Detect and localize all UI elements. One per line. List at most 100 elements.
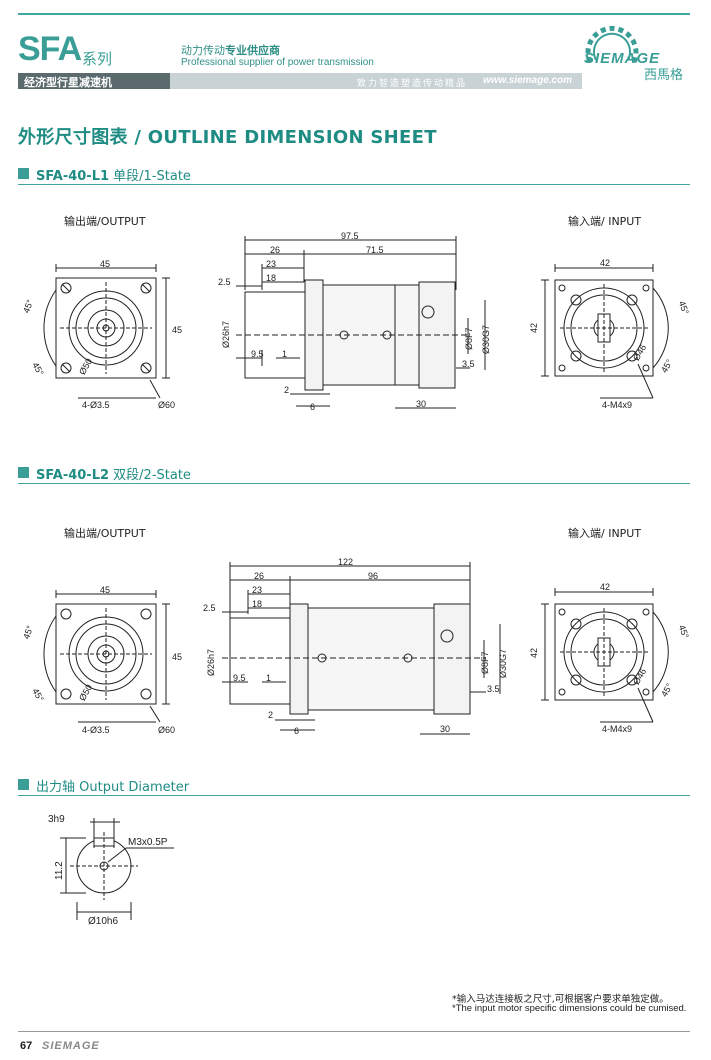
section-header-l1: SFA-40-L1 单段/1-State [18, 165, 690, 185]
l2-side-2-5: 2.5 [203, 603, 216, 613]
category-label: 经济型行星减速机 [24, 76, 112, 89]
website-link[interactable]: www.siemage.com [483, 75, 573, 86]
l2-side-26: 26 [254, 571, 264, 581]
l1-input-front-view [541, 264, 669, 399]
l1-side-30: 30 [416, 399, 426, 409]
l1-out-angle2: 45° [30, 361, 46, 378]
l1-side-6: 6 [310, 402, 315, 412]
l2-in-pcd: Ø46 [631, 667, 648, 687]
footer-brand: SIEMAGE [42, 1040, 100, 1052]
gear-logo-icon [585, 25, 639, 63]
l1-side-total: 97.5 [341, 231, 359, 241]
l2-side-view [222, 562, 501, 735]
l2-side-96: 96 [368, 571, 378, 581]
l1-drawing: 45 45 4-Ø3.5 Ø60 45° 45° Ø50 97.5 2 6 71.… [21, 231, 691, 412]
tagline-cn-a: 动力传动 [181, 44, 225, 57]
section-marker [18, 467, 29, 478]
slogan-text: 致力智造塑造传动精品 [357, 79, 468, 89]
l2-input-front-view [541, 588, 669, 723]
shaft-detail-drawing: 3h9 11.2 M3x0.5P Ø10h6 [48, 814, 174, 927]
l2-side-1: 1 [266, 673, 271, 683]
shaft-key: 3h9 [48, 814, 65, 825]
l2-out-angle1: 45° [21, 624, 35, 641]
brand-logo-text: SIEMAGE [584, 50, 661, 67]
section-header-output-shaft: 出力轴 Output Diameter [18, 776, 690, 796]
shaft-diameter: Ø10h6 [88, 916, 118, 927]
l1-out-width: 45 [100, 259, 110, 269]
l2-in-holes: 4-M4x9 [602, 724, 632, 734]
section-model: SFA-40-L2 [36, 468, 110, 483]
l2-in-width: 42 [600, 582, 610, 592]
input-end-label: 输入端/ INPUT [568, 215, 642, 228]
tagline-cn: 动力传动专业供应商 [181, 42, 280, 58]
l2-side-9-5: 9.5 [233, 673, 246, 683]
section-marker [18, 779, 29, 790]
l1-out-pcd: Ø50 [77, 357, 94, 377]
l2-output-front-view [43, 590, 170, 723]
l2-drawing: 45 45 4-Ø3.5 Ø60 45° 45° Ø50 122 26 96 2… [21, 557, 691, 736]
series-code: SFA [18, 30, 82, 68]
l2-out-pcd: Ø50 [77, 683, 94, 703]
l1-in-holes: 4-M4x9 [602, 400, 632, 410]
l2-out-holes: 4-Ø3.5 [82, 725, 110, 735]
footer-rule [18, 1031, 690, 1032]
header-top-rule [18, 13, 690, 15]
l2-side-total: 122 [338, 557, 353, 567]
section-header-l2: SFA-40-L2 双段/2-State [18, 464, 690, 484]
l2-out-circle: Ø60 [158, 725, 175, 735]
l2-side-23: 23 [252, 585, 262, 595]
l1-side-9-5: 9.5 [251, 349, 264, 359]
input-end-label: 输入端/ INPUT [568, 527, 642, 540]
page-title: 外形尺寸图表 / OUTLINE DIMENSION SHEET [18, 127, 437, 148]
l2-side-18: 18 [252, 599, 262, 609]
l1-in-pcd: Ø46 [631, 343, 648, 363]
series-suffix: 系列 [82, 50, 113, 68]
l1-side-18: 18 [266, 273, 276, 283]
l1-side-bore: Ø8F7 [464, 327, 474, 350]
shaft-thread: M3x0.5P [128, 837, 168, 848]
l1-out-circle: Ø60 [158, 400, 175, 410]
l1-in-width: 42 [600, 258, 610, 268]
l1-in-angle1: 45° [677, 300, 691, 317]
l1-output-front-view [43, 264, 170, 399]
note-en: *The input motor specific dimensions cou… [452, 1003, 687, 1014]
l2-out-height: 45 [172, 652, 182, 662]
l2-out-width: 45 [100, 585, 110, 595]
l1-out-height: 45 [172, 325, 182, 335]
l2-side-2: 2 [268, 710, 273, 720]
l1-side-3-5: 3.5 [462, 359, 475, 369]
l2-side-shaft: Ø26h7 [206, 649, 216, 676]
l1-side-23: 23 [266, 259, 276, 269]
brand-logo-cn: 西馬格 [644, 68, 684, 83]
l1-side-71: 71.5 [366, 245, 384, 255]
category-bar [18, 73, 170, 89]
l1-side-shaft: Ø26h7 [221, 321, 231, 348]
l1-side-1: 1 [282, 349, 287, 359]
section-model: SFA-40-L1 [36, 169, 110, 184]
slogan-bar [170, 73, 582, 89]
l2-side-bore: Ø8F7 [480, 651, 490, 674]
l2-side-6: 6 [294, 726, 299, 736]
section-stage: 出力轴 Output Diameter [36, 780, 190, 795]
l1-in-height: 42 [529, 323, 539, 333]
output-end-label: 输出端/OUTPUT [64, 215, 146, 228]
section-stage: 双段/2-State [113, 468, 191, 483]
l2-side-30: 30 [440, 724, 450, 734]
page-number: 67 [20, 1040, 33, 1052]
l1-out-holes: 4-Ø3.5 [82, 400, 110, 410]
l2-in-height: 42 [529, 648, 539, 658]
section-stage: 单段/1-State [113, 169, 191, 184]
section-marker [18, 168, 29, 179]
note-cn: *输入马达连接板之尺寸,可根据客户要求单独定做。 [452, 994, 669, 1005]
l1-in-angle2: 45° [659, 357, 675, 374]
output-end-label: 输出端/OUTPUT [64, 527, 146, 540]
l2-side-3-5: 3.5 [487, 684, 500, 694]
l2-out-angle2: 45° [30, 687, 46, 704]
l1-out-angle1: 45° [21, 298, 35, 315]
l1-side-pilot: Ø30G7 [481, 325, 491, 354]
l2-in-angle2: 45° [659, 681, 675, 698]
tagline-cn-b: 专业供应商 [225, 44, 280, 57]
l1-side-2-5: 2.5 [218, 277, 231, 287]
l1-side-2: 2 [284, 385, 289, 395]
shaft-height: 11.2 [54, 861, 65, 880]
